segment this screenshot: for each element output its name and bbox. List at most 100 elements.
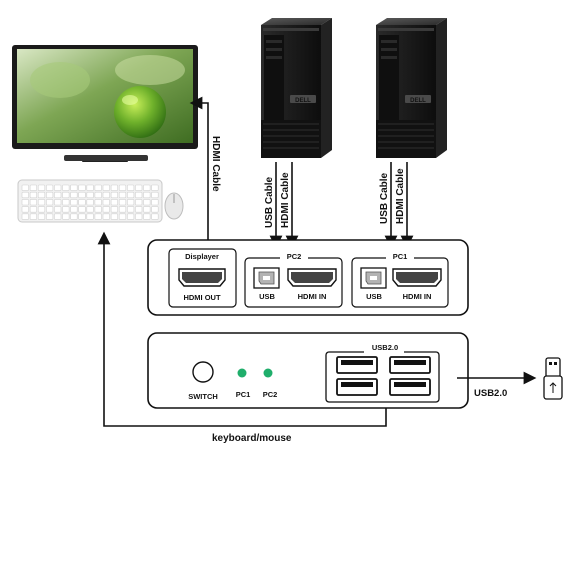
pc1-usb-label: USB	[366, 292, 382, 301]
pc1-led-label: PC1	[236, 390, 251, 399]
keyboard-key	[127, 184, 135, 191]
keyboard-key	[102, 199, 110, 206]
usb-a-port-4[interactable]	[389, 378, 431, 396]
keyboard-key	[45, 199, 54, 206]
keyboard-key	[21, 213, 29, 220]
keyboard-key	[54, 191, 62, 199]
keyboard	[17, 179, 163, 223]
keyboard-key	[37, 206, 46, 213]
pc2-hdmi-cable-label: HDMI Cable	[280, 172, 291, 228]
keyboard-key	[70, 213, 78, 220]
keyboard-key	[37, 184, 46, 191]
pc1-hdmi-in-port	[392, 268, 442, 287]
keyboard-key	[70, 191, 78, 199]
usb-a-port-3[interactable]	[336, 378, 378, 396]
kvm-front-panel: SWITCH PC1 PC2 USB2.0	[147, 332, 469, 409]
pc2-hdmi-in-port	[287, 268, 337, 287]
keyboard-key	[62, 184, 70, 191]
keyboard-key	[110, 191, 118, 199]
keyboard-key	[37, 213, 46, 220]
lime-image	[114, 86, 166, 138]
keyboard-key	[54, 184, 62, 191]
keyboard-key	[118, 206, 127, 213]
keyboard-key	[78, 206, 86, 213]
keyboard-key	[110, 184, 118, 191]
keyboard-key	[143, 199, 151, 206]
keyboard-key	[54, 206, 62, 213]
keyboard-key	[29, 191, 38, 199]
switch-label: SWITCH	[188, 392, 218, 401]
keyboard-key	[29, 199, 38, 206]
displayer-label: Displayer	[185, 252, 219, 261]
keyboard-key	[127, 206, 135, 213]
keyboard-key	[29, 184, 38, 191]
pc1-tower: DELL	[376, 18, 447, 158]
keyboard-key	[70, 184, 78, 191]
kvm-back-panel: Displayer HDMI OUT PC2 USB HDMI IN PC1	[147, 239, 469, 316]
pc1-brand-logo: DELL	[410, 98, 426, 104]
keyboard-key	[70, 199, 78, 206]
keyboard-key	[21, 199, 29, 206]
switch-button[interactable]	[192, 361, 214, 383]
pc2-tower: DELL	[261, 18, 332, 158]
keyboard-key	[45, 184, 54, 191]
keyboard-key	[45, 206, 54, 213]
keyboard-key	[127, 213, 135, 220]
keyboard-key	[135, 213, 143, 220]
keyboard-key	[62, 191, 70, 199]
keyboard-key	[70, 206, 78, 213]
pc2-cables	[269, 162, 299, 249]
pc1-usb-cable-label: USB Cable	[379, 172, 390, 224]
keyboard-key	[143, 213, 151, 220]
monitor	[12, 45, 198, 162]
keyboard-key	[94, 191, 102, 199]
keyboard-key	[29, 213, 38, 220]
keyboard-key	[78, 213, 86, 220]
keyboard-key	[110, 199, 118, 206]
usb-a-port-1[interactable]	[336, 356, 378, 374]
keyboard-key	[135, 184, 143, 191]
pc2-usb-b-port	[253, 267, 280, 289]
usb-drive-icon	[543, 357, 563, 400]
keyboard-key	[151, 206, 159, 213]
usb20-hub-label: USB2.0	[372, 343, 398, 352]
pc1-usb-b-port	[360, 267, 387, 289]
keyboard-key	[94, 213, 102, 220]
pc2-hdmi-in-label: HDMI IN	[298, 292, 327, 301]
pc2-led	[263, 368, 273, 378]
pc1-cables	[384, 162, 414, 249]
keyboard-key	[54, 213, 62, 220]
keyboard-key	[143, 206, 151, 213]
pc2-label: PC2	[287, 252, 302, 261]
keyboard-key	[86, 213, 94, 220]
keyboard-key	[110, 213, 118, 220]
keyboard-key	[78, 191, 86, 199]
keyboard-key	[135, 191, 143, 199]
keyboard-key	[78, 199, 86, 206]
keyboard-key	[151, 191, 159, 199]
keyboard-mouse-label: keyboard/mouse	[212, 433, 292, 444]
keyboard-key	[45, 191, 54, 199]
usb-a-port-2[interactable]	[389, 356, 431, 374]
keyboard-key	[62, 213, 70, 220]
keyboard-key	[118, 199, 127, 206]
keyboard-key	[62, 199, 70, 206]
keyboard-key	[135, 199, 143, 206]
pc1-hdmi-cable-label: HDMI Cable	[395, 168, 406, 224]
keyboard-key	[37, 199, 46, 206]
pc2-led-label: PC2	[263, 390, 278, 399]
keyboard-key	[78, 184, 86, 191]
keyboard-key	[86, 206, 94, 213]
keyboard-key	[110, 206, 118, 213]
mouse	[164, 192, 184, 220]
keyboard-key	[29, 206, 38, 213]
pc1-label: PC1	[393, 252, 408, 261]
keyboard-key	[102, 206, 110, 213]
keyboard-key	[127, 199, 135, 206]
keyboard-mouse-cable-arrow	[97, 231, 387, 427]
keyboard-key	[143, 191, 151, 199]
keyboard-key	[151, 213, 159, 220]
pc1-hdmi-in-label: HDMI IN	[403, 292, 432, 301]
keyboard-key	[94, 184, 102, 191]
